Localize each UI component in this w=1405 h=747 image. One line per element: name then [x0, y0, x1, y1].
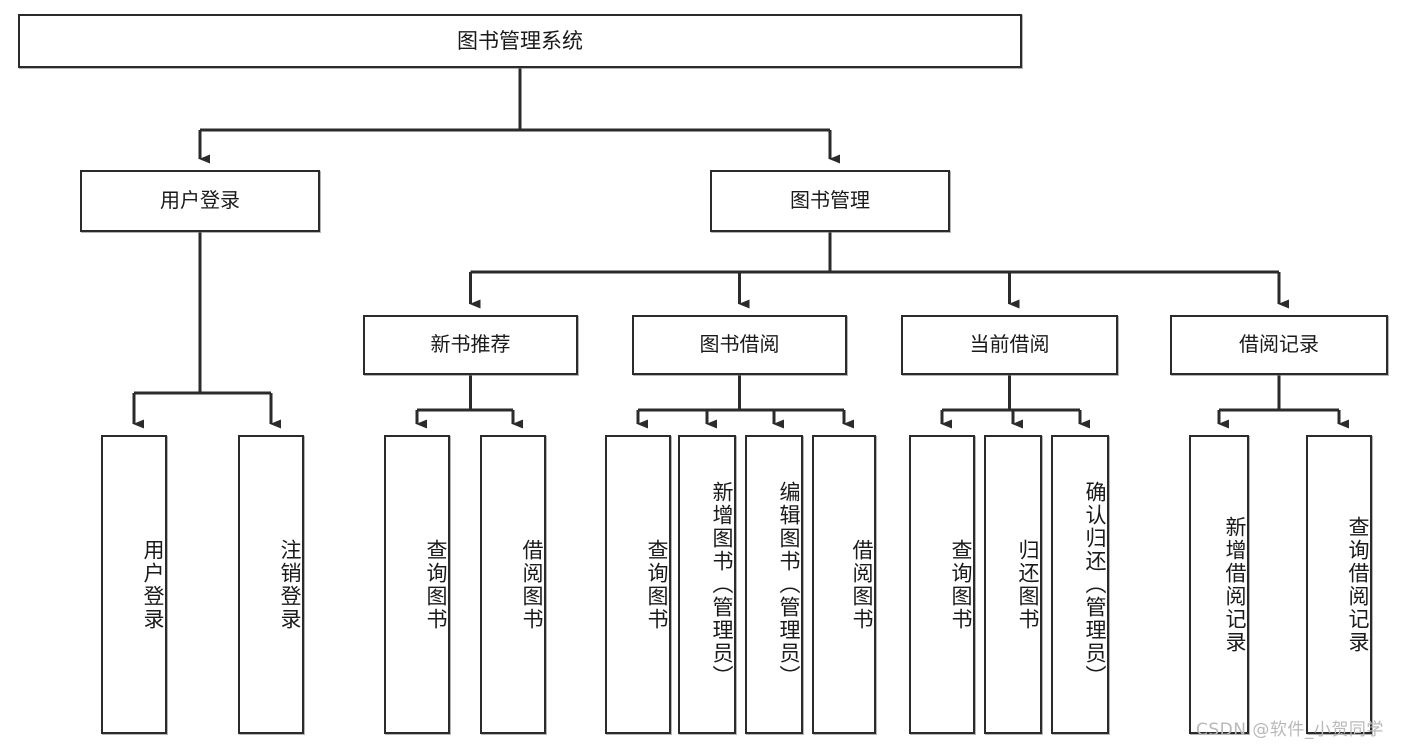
node-current-borrow[interactable]: 当前借阅: [901, 315, 1118, 375]
node-book-borrow[interactable]: 图书借阅: [632, 315, 847, 375]
csdn-watermark: CSDN @软件_小贺同学: [1196, 720, 1384, 740]
node-leaf-logout-login-label: 注销登录: [278, 538, 302, 631]
node-borrow-record-label: 借阅记录: [1239, 332, 1319, 357]
node-current-borrow-label: 当前借阅: [969, 332, 1050, 357]
node-leaf-user-login[interactable]: 用户登录: [101, 435, 167, 734]
node-leaf-query-book-2[interactable]: 查询图书: [605, 435, 671, 734]
node-leaf-query-record-label: 查询借阅记录: [1346, 515, 1370, 654]
node-leaf-query-book-1[interactable]: 查询图书: [384, 435, 450, 734]
node-new-book-recommend-label: 新书推荐: [430, 332, 511, 357]
node-leaf-user-login-label: 用户登录: [141, 538, 165, 631]
node-leaf-borrow-book-2-label: 借阅图书: [850, 538, 874, 631]
node-leaf-add-book-label: 新增图书（管理员）: [710, 481, 734, 688]
node-borrow-record[interactable]: 借阅记录: [1170, 315, 1388, 375]
node-leaf-edit-book-label: 编辑图书（管理员）: [777, 481, 801, 688]
node-root[interactable]: 图书管理系统: [18, 14, 1022, 68]
node-leaf-query-book-2-label: 查询图书: [645, 538, 669, 631]
node-book-manage[interactable]: 图书管理: [710, 170, 950, 232]
node-root-label: 图书管理系统: [457, 28, 583, 53]
node-book-manage-label: 图书管理: [790, 188, 870, 213]
node-leaf-borrow-book-1-label: 借阅图书: [520, 538, 544, 631]
node-user-login[interactable]: 用户登录: [80, 170, 320, 232]
node-leaf-confirm-return[interactable]: 确认归还（管理员）: [1051, 435, 1109, 734]
node-leaf-query-book-3-label: 查询图书: [949, 538, 973, 631]
node-leaf-return-book-label: 归还图书: [1016, 538, 1040, 631]
node-leaf-borrow-book-1[interactable]: 借阅图书: [480, 435, 546, 734]
node-leaf-query-book-1-label: 查询图书: [424, 538, 448, 631]
node-leaf-add-record-label: 新增借阅记录: [1223, 515, 1247, 654]
node-leaf-logout-login[interactable]: 注销登录: [238, 435, 304, 734]
node-leaf-edit-book[interactable]: 编辑图书（管理员）: [745, 435, 803, 734]
node-leaf-add-book[interactable]: 新增图书（管理员）: [678, 435, 736, 734]
node-user-login-label: 用户登录: [160, 188, 240, 213]
node-leaf-borrow-book-2[interactable]: 借阅图书: [812, 435, 876, 734]
node-leaf-query-record[interactable]: 查询借阅记录: [1306, 435, 1372, 734]
node-book-borrow-label: 图书借阅: [699, 332, 780, 357]
node-new-book-recommend[interactable]: 新书推荐: [363, 315, 578, 375]
node-leaf-return-book[interactable]: 归还图书: [984, 435, 1042, 734]
node-leaf-query-book-3[interactable]: 查询图书: [909, 435, 975, 734]
node-leaf-confirm-return-label: 确认归还（管理员）: [1083, 481, 1107, 688]
node-leaf-add-record[interactable]: 新增借阅记录: [1189, 435, 1249, 734]
